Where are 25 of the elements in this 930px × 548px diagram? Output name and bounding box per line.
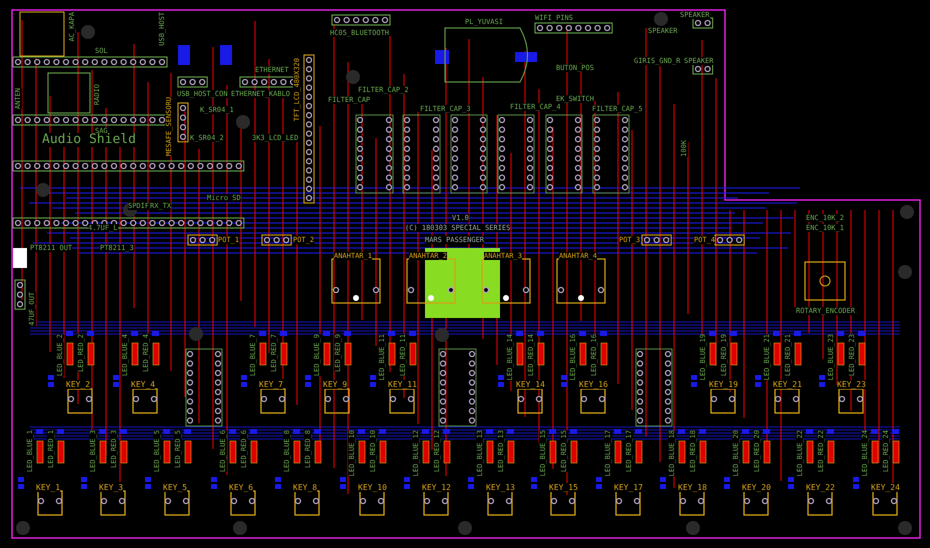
silkscreen-label: KEY_20 xyxy=(742,483,771,492)
silkscreen-label: KEY_11 xyxy=(388,380,417,389)
silkscreen-label: KEY_17 xyxy=(614,483,643,492)
silkscreen-label: KEY_8 xyxy=(293,483,318,492)
silkscreen-label: KEY_1 xyxy=(36,483,60,492)
silkscreen-label: KEY_7 xyxy=(259,380,284,389)
silkscreen-label: KEY_24 xyxy=(871,483,900,492)
silkscreen-label: KEY_3 xyxy=(99,483,124,492)
silkscreen-label: KEY_5 xyxy=(163,483,188,492)
silkscreen-label: KEY_4 xyxy=(131,380,156,389)
silkscreen-label: KEY_9 xyxy=(323,380,348,389)
silkscreen-label: KEY_19 xyxy=(709,380,738,389)
silkscreen-label: KEY_2 xyxy=(66,380,90,389)
silkscreen-label: KEY_6 xyxy=(229,483,254,492)
silkscreen-label: KEY_18 xyxy=(678,483,707,492)
silkscreen-label: KEY_12 xyxy=(422,483,451,492)
silkscreen-label: KEY_22 xyxy=(806,483,835,492)
silkscreen-label: KEY_21 xyxy=(773,380,802,389)
silkscreen-label: KEY_23 xyxy=(837,380,866,389)
silkscreen-label: KEY_16 xyxy=(579,380,608,389)
silkscreen-label: Audio Shield xyxy=(42,133,136,147)
silkscreen-label: KEY_15 xyxy=(549,483,578,492)
silkscreen-label: KEY_13 xyxy=(486,483,515,492)
silkscreen-label: KEY_10 xyxy=(358,483,387,492)
silkscreen-label: KEY_14 xyxy=(516,380,545,389)
